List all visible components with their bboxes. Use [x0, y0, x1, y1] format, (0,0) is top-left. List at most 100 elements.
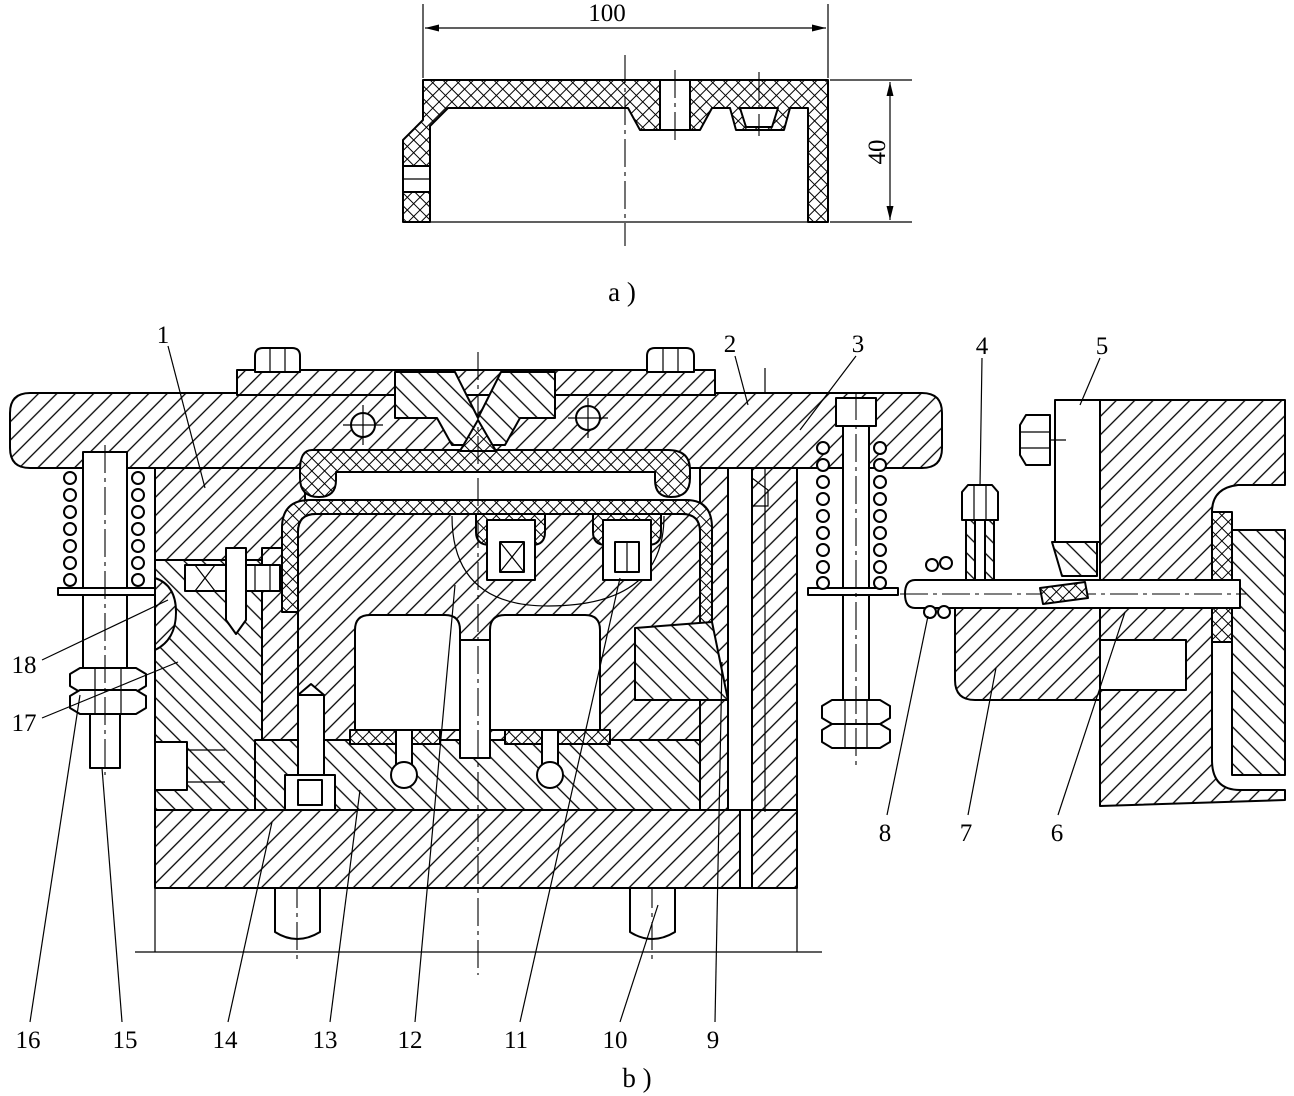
side-cavity-insert	[1231, 529, 1286, 776]
spring-coil	[131, 539, 145, 553]
spring-coil	[63, 573, 77, 587]
screw-4-head-faces	[973, 485, 987, 520]
pin-6-key	[1039, 581, 1089, 605]
screw-11-left-cross	[499, 541, 525, 573]
part-label-4: 4	[976, 333, 989, 360]
spring-coil	[131, 505, 145, 519]
insert-slot	[459, 639, 491, 759]
spring-coil	[873, 526, 887, 540]
insert-right	[489, 614, 601, 731]
leader-17	[41, 661, 179, 719]
part-label-1: 1	[157, 322, 170, 349]
height-dimension-value: 40	[864, 140, 891, 165]
leader-1	[167, 345, 206, 489]
leader-13	[329, 789, 361, 1023]
ball-8	[923, 605, 937, 619]
leader-4	[979, 357, 983, 487]
leader-lines	[29, 345, 1126, 1023]
width-dimension-value: 100	[588, 0, 626, 27]
spring-coil	[816, 560, 830, 574]
spring-coil	[873, 475, 887, 489]
spring-coil	[63, 556, 77, 570]
spring-coil	[63, 471, 77, 485]
nut-right-faces	[844, 700, 868, 748]
core-bowl-curve	[451, 515, 665, 607]
spring-coil	[131, 573, 145, 587]
bolt-13-socket	[297, 779, 323, 806]
part-label-17: 17	[12, 710, 37, 737]
figure-a: 100 40 a )	[402, 0, 912, 307]
spring-coil	[816, 526, 830, 540]
leader-18	[41, 599, 169, 661]
part-label-8: 8	[879, 820, 892, 847]
screw-4-core	[974, 519, 986, 581]
insert-pin-stem-right	[541, 729, 559, 765]
leader-11	[519, 577, 621, 1023]
spring-coil	[63, 505, 77, 519]
wedge-9	[634, 621, 729, 701]
part-label-7: 7	[960, 820, 973, 847]
bolt-13-shank	[297, 694, 325, 781]
spring-coil	[816, 441, 830, 455]
lever-5-foot	[1051, 541, 1098, 577]
leader-8	[886, 615, 929, 816]
figure-a-caption: a )	[608, 277, 636, 307]
leader-15	[101, 767, 123, 1023]
vertical-pin	[225, 547, 247, 635]
bolt-head-left-faces	[269, 348, 286, 372]
lever-5-screw-faces	[1020, 431, 1066, 449]
leader-3	[799, 355, 857, 431]
spring-right	[816, 441, 887, 590]
lever-5-screw-head	[1019, 414, 1051, 466]
center-v-insert	[394, 371, 556, 446]
lower-side-screw	[154, 741, 188, 791]
leader-12	[414, 584, 456, 1023]
part-label-6: 6	[1051, 820, 1064, 847]
insert-pin-ball-left	[390, 761, 418, 789]
bolt-head-right-faces	[662, 348, 679, 372]
lever-5	[1054, 399, 1101, 543]
nut-left-faces	[94, 668, 122, 714]
top-clamp-bar	[236, 369, 716, 396]
leader-10	[619, 904, 659, 1023]
leader-9	[714, 661, 723, 1023]
spring-coil	[816, 458, 830, 472]
nut-left-lower	[69, 689, 147, 715]
leader-2	[734, 355, 749, 406]
spring-coil	[131, 522, 145, 536]
leader-5	[1079, 357, 1101, 406]
cooling-hole-left-cross	[343, 405, 383, 445]
guide-slot	[739, 809, 753, 889]
spring-coil	[63, 522, 77, 536]
bolt-head-left	[254, 347, 301, 373]
side-part-wall	[1211, 511, 1233, 643]
guide-notch	[751, 477, 769, 507]
part-label-13: 13	[313, 1027, 338, 1054]
spring-coil	[131, 488, 145, 502]
spring-washer-left	[57, 587, 156, 596]
spring-coil	[63, 488, 77, 502]
spring-left	[63, 471, 145, 587]
part-label-2: 2	[724, 331, 737, 358]
part-label-16: 16	[16, 1027, 41, 1054]
part-label-12: 12	[398, 1027, 423, 1054]
spring-coil	[873, 560, 887, 574]
spring-coil	[873, 543, 887, 557]
spring-coil	[816, 492, 830, 506]
lower-side-screw-thread	[187, 749, 225, 783]
insert-pin-ball-right	[536, 761, 564, 789]
part-label-9: 9	[707, 1027, 720, 1054]
leader-7	[967, 667, 997, 816]
plastic-part-section	[402, 79, 829, 223]
screw-4-head	[961, 484, 999, 521]
part-label-11: 11	[504, 1027, 528, 1054]
bottom-plate-14	[154, 809, 798, 889]
spring-coil	[873, 492, 887, 506]
side-screw-thread	[194, 564, 271, 592]
insert-pin-stem-left	[395, 729, 413, 765]
slider-7	[954, 607, 1101, 701]
leader-14	[227, 821, 273, 1023]
spring-coil	[816, 576, 830, 590]
bolt-head-right	[646, 347, 695, 373]
